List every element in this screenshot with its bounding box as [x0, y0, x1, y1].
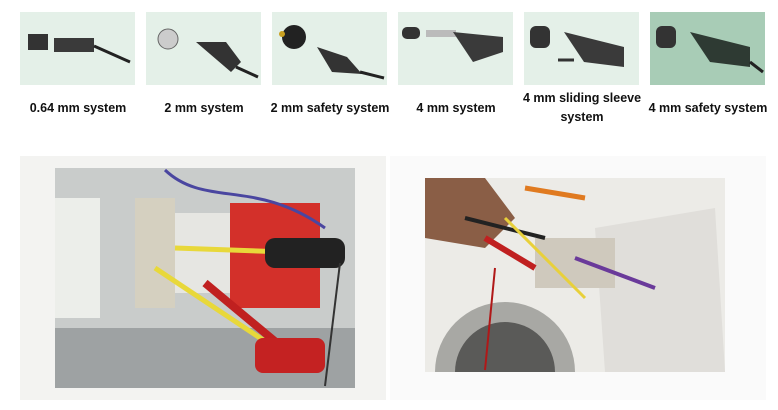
connector-image-icon	[656, 26, 764, 74]
connector-system-label[interactable]: 0.64 mm system	[29, 100, 127, 115]
washing-machine-photo	[425, 178, 725, 372]
control-cabinet-photo	[55, 168, 355, 388]
connector-system-tile[interactable]	[650, 12, 765, 85]
right-photo-panel	[390, 156, 766, 400]
connector-image-icon	[279, 25, 385, 80]
connector-image-icon	[157, 28, 259, 79]
left-photo-panel	[20, 156, 386, 400]
connector-system-tile[interactable]	[272, 12, 387, 85]
connector-system-label[interactable]: 2 mm system	[164, 100, 244, 115]
connector-image-icon	[530, 26, 624, 67]
connector-system-tile[interactable]	[398, 12, 513, 85]
connector-image-icon	[28, 34, 131, 64]
connector-system-label[interactable]: 2 mm safety system	[270, 100, 390, 115]
connector-image-icon	[402, 27, 503, 62]
connector-system-label[interactable]: 4 mm sliding sleeve system	[522, 91, 642, 124]
connector-system-label[interactable]: 4 mm system	[416, 100, 496, 115]
connector-system-tile[interactable]	[524, 12, 639, 85]
connector-system-label[interactable]: 4 mm safety system	[648, 100, 768, 115]
connector-system-tile[interactable]	[146, 12, 261, 85]
connector-system-tile[interactable]	[20, 12, 135, 85]
